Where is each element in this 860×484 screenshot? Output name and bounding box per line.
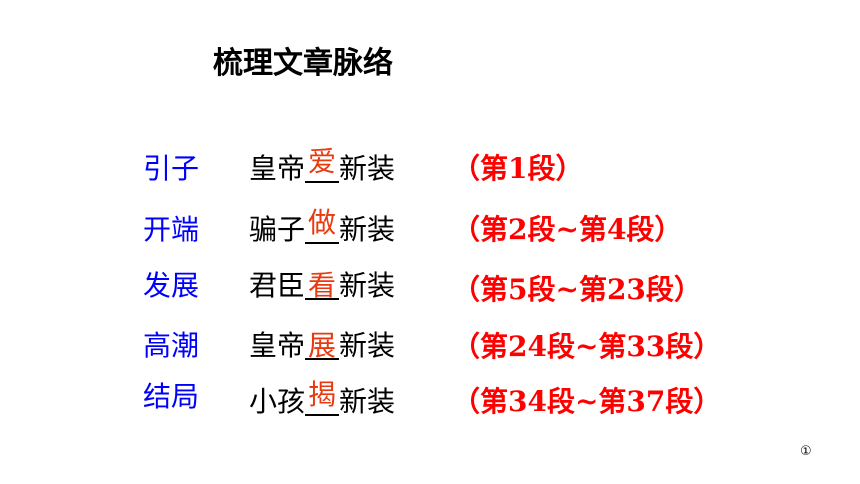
stage-label-intro: 引子 [143, 152, 200, 185]
fill-blank: 做 [305, 206, 340, 248]
page-number: ① [800, 444, 812, 459]
blank-underline [305, 358, 340, 360]
phrase-subject: 皇帝 [249, 152, 306, 185]
fill-blank: 看 [305, 268, 340, 304]
paragraph-range-development: （第5段~第23段） [452, 273, 702, 306]
fill-blank: 展 [305, 328, 340, 364]
fill-word: 揭 [308, 378, 337, 411]
stage-label-climax: 高潮 [143, 329, 200, 362]
fill-blank: 揭 [305, 378, 340, 420]
phrase-object: 新装 [339, 213, 396, 246]
phrase-object: 新装 [339, 385, 396, 418]
stage-label-beginning: 开端 [143, 213, 200, 246]
phrase-object: 新装 [339, 152, 396, 185]
fill-word: 看 [308, 269, 337, 302]
paragraph-range-intro: （第1段） [452, 152, 584, 185]
phrase-ending: 小孩揭新装 [249, 378, 396, 420]
phrase-subject: 君臣 [249, 269, 306, 302]
phrase-subject: 小孩 [249, 385, 306, 418]
page-title: 梳理文章脉络 [213, 46, 393, 81]
fill-blank: 爱 [305, 145, 340, 187]
fill-word: 爱 [308, 145, 337, 178]
blank-underline [305, 298, 340, 300]
fill-word: 做 [308, 206, 337, 239]
paragraph-range-ending: （第34段~第37段） [452, 385, 722, 418]
blank-underline [305, 181, 340, 183]
phrase-beginning: 骗子做新装 [249, 206, 396, 248]
phrase-intro: 皇帝爱新装 [249, 145, 396, 187]
phrase-subject: 皇帝 [249, 329, 306, 362]
blank-underline [305, 414, 340, 416]
paragraph-range-climax: （第24段~第33段） [452, 330, 722, 363]
phrase-climax: 皇帝展新装 [249, 328, 395, 364]
fill-word: 展 [308, 329, 337, 362]
stage-label-development: 发展 [143, 269, 200, 302]
blank-underline [305, 242, 340, 244]
phrase-object: 新装 [339, 329, 396, 362]
stage-label-ending: 结局 [143, 380, 200, 413]
phrase-object: 新装 [339, 269, 396, 302]
paragraph-range-beginning: （第2段~第4段） [452, 213, 683, 246]
phrase-development: 君臣看新装 [249, 268, 395, 304]
phrase-subject: 骗子 [249, 213, 306, 246]
